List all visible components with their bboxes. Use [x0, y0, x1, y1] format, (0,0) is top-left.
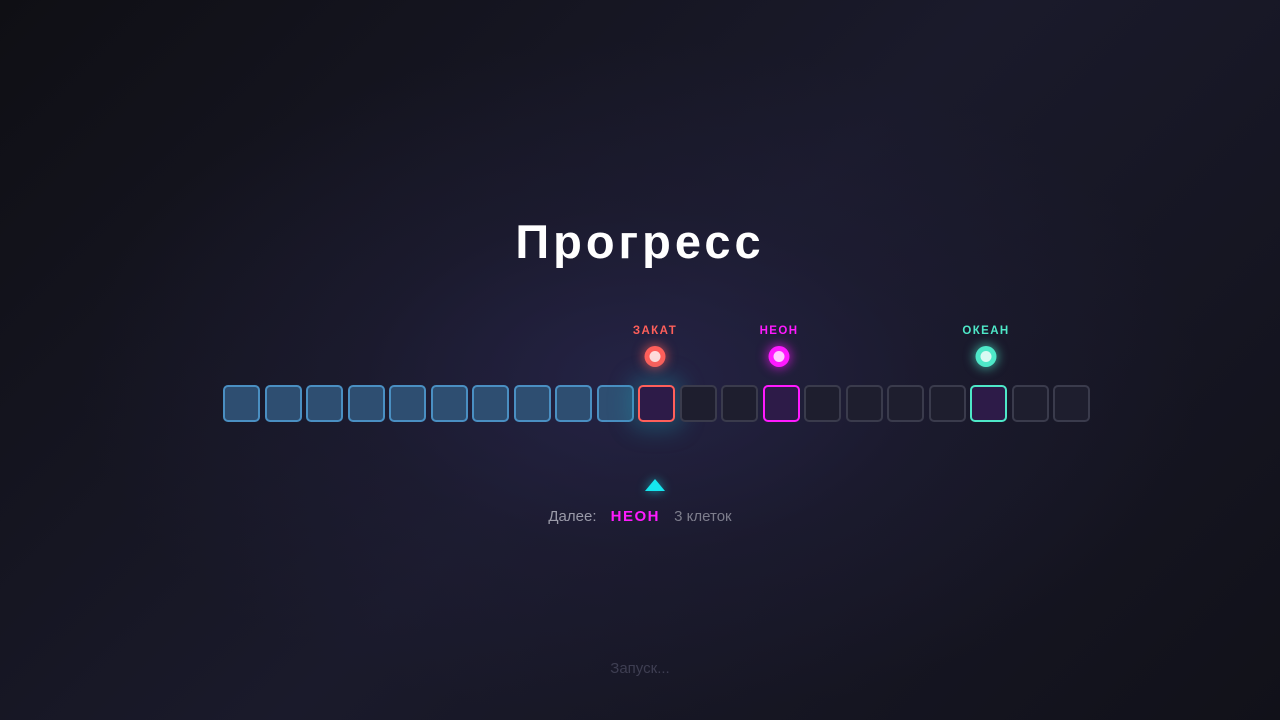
track-cell [472, 385, 509, 422]
marker-label-sunset: ЗАКАТ [632, 325, 678, 337]
marker-label-neon: НЕОН [759, 325, 799, 337]
track-cell [596, 385, 634, 422]
track-cell [430, 385, 468, 422]
status-text: Запуск... [610, 660, 670, 677]
track-cell-neon [762, 385, 800, 422]
marker-dot-ocean-icon [975, 346, 997, 367]
track-cell [679, 385, 717, 422]
track-cell [389, 385, 426, 422]
track-cell [721, 385, 758, 422]
position-pointer-icon [645, 479, 665, 491]
page-title: Прогресс [515, 215, 765, 268]
track-cell-sunset-current [638, 385, 675, 422]
track-cell [513, 385, 551, 422]
progress-track [223, 385, 1090, 422]
track-cell [1053, 385, 1090, 422]
track-cell [887, 385, 924, 422]
next-label: Далее: [548, 508, 597, 526]
marker-dot-neon-icon [768, 346, 790, 367]
next-milestone-info: Далее: НЕОН 3 клеток [0, 507, 1280, 527]
next-target: НЕОН [610, 508, 660, 526]
track-cell-ocean [970, 385, 1007, 422]
track-cell [845, 385, 883, 422]
track-cell [264, 385, 302, 422]
track-cell [306, 385, 343, 422]
next-distance: 3 клеток [674, 508, 732, 526]
track-cell [1011, 385, 1049, 422]
marker-dot-sunset-icon [644, 346, 666, 367]
track-cell [804, 385, 841, 422]
track-cell [555, 385, 592, 422]
track-cell [928, 385, 966, 422]
marker-label-ocean: ОКЕАН [962, 325, 1010, 337]
track-cell [223, 385, 260, 422]
track-cell [347, 385, 385, 422]
